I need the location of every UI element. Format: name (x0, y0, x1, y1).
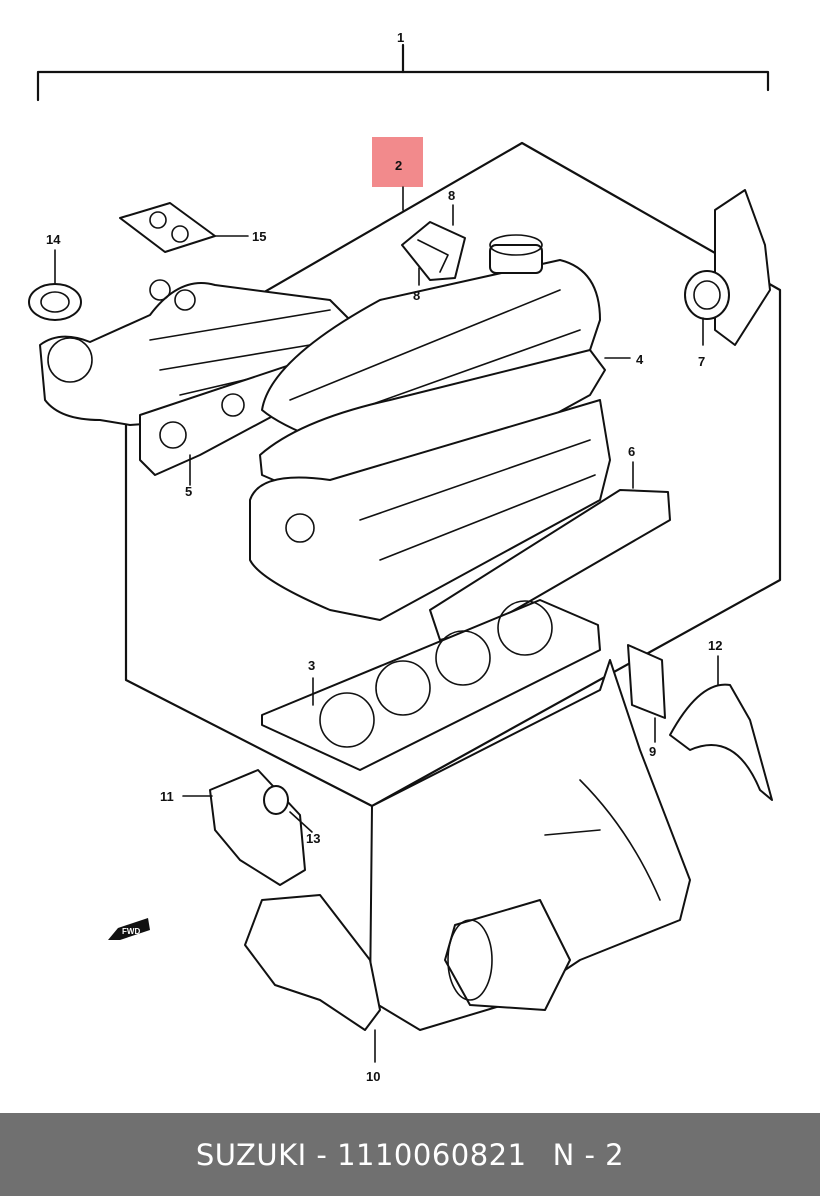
thermostat-gasket (28, 283, 82, 321)
oil-seal-housing-gasket (669, 683, 773, 801)
callout-3: 3 (308, 658, 315, 673)
callout-4: 4 (636, 352, 644, 367)
oil-filter (444, 899, 571, 1011)
engine-gasket-diagram: FWD 1 2 3 4 5 6 7 8 8 9 10 11 12 13 14 1… (28, 30, 782, 1084)
engine-block (369, 659, 691, 1031)
water-pump-gasket (209, 769, 306, 886)
rear-oil-seal (684, 189, 771, 346)
oil-pump-gasket (244, 894, 381, 1031)
callout-11: 11 (160, 789, 174, 804)
callout-8-bottom: 8 (413, 288, 420, 303)
plate-gasket (627, 644, 666, 719)
callout-9: 9 (649, 744, 656, 759)
callout-10: 10 (366, 1069, 380, 1084)
cylinder-head-gasket (261, 599, 601, 771)
fwd-label: FWD (122, 927, 140, 936)
cylinder-head (249, 399, 611, 621)
callout-7: 7 (698, 354, 705, 369)
callout-14: 14 (46, 232, 61, 247)
highlight-box (372, 137, 423, 187)
callout-5: 5 (185, 484, 192, 499)
callout-15: 15 (252, 229, 266, 244)
part-number-footer: SUZUKI - 1110060821 N - 2 (0, 1113, 820, 1196)
front-direction-arrow: FWD (108, 918, 150, 940)
callout-1: 1 (397, 30, 404, 45)
page-reference-text: N - 2 (552, 1137, 625, 1172)
callout-2: 2 (395, 158, 402, 173)
callout-8-top: 8 (448, 188, 455, 203)
carburetor-gasket (119, 202, 216, 253)
callout-12: 12 (708, 638, 722, 653)
callout-6: 6 (628, 444, 635, 459)
kit-frame (124, 141, 782, 808)
breather-gasket (401, 221, 466, 281)
kit-bracket (36, 43, 770, 102)
intake-manifold-gasket (429, 489, 671, 641)
callout-13: 13 (306, 831, 320, 846)
part-number-text: SUZUKI - 1110060821 (195, 1137, 527, 1172)
